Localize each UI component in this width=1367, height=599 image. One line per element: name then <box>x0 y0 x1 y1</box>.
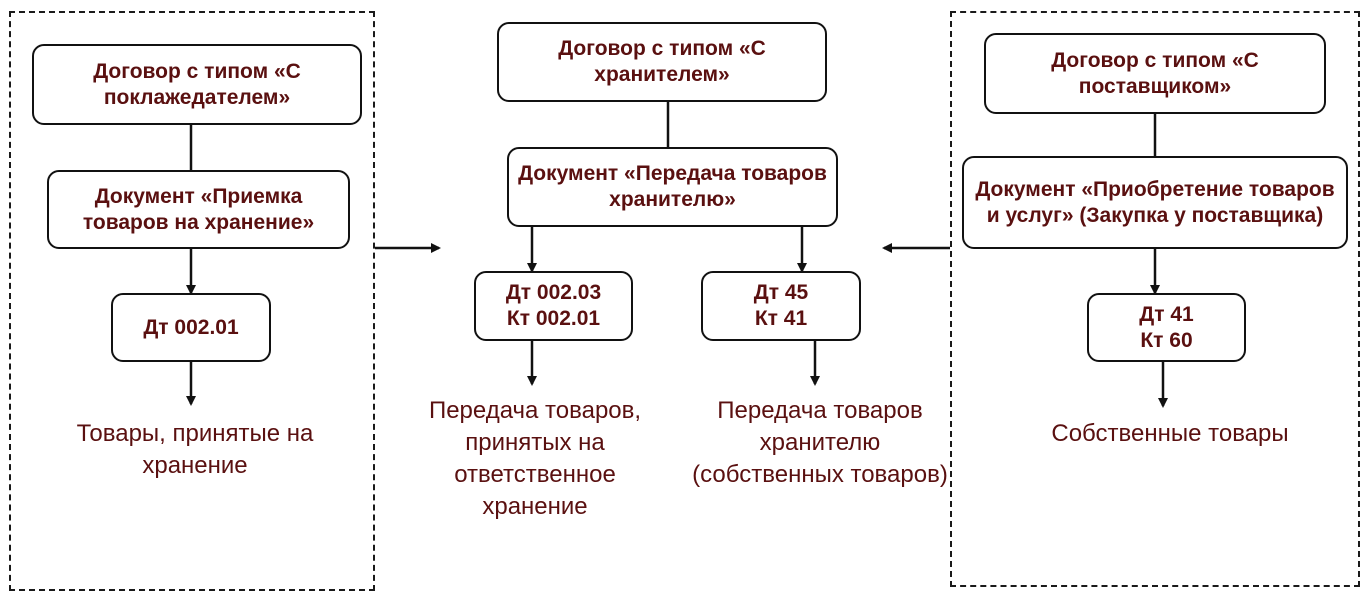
left-entry-box: Дт 002.01 <box>111 293 271 362</box>
center-result-a-text: Передача товаров, принятых на ответствен… <box>428 397 642 520</box>
center-document-box: Документ «Передача товаров хранителю» <box>507 147 838 227</box>
right-contract-label: Договор с типом «С поставщиком» <box>1051 48 1259 98</box>
center-entry-b-box: Дт 45 Кт 41 <box>701 271 861 341</box>
right-result-text: Собственные товары <box>1051 420 1289 447</box>
right-contract-box: Договор с типом «С поставщиком» <box>984 33 1326 114</box>
left-result-label: Товары, принятые на хранение <box>45 418 345 482</box>
center-result-b-label: Передача товаров хранителю (собственных … <box>690 395 950 491</box>
center-entry-b-label: Дт 45 Кт 41 <box>753 281 809 330</box>
left-contract-box: Договор с типом «С поклажедателем» <box>32 44 362 125</box>
center-contract-box: Договор с типом «С хранителем» <box>497 22 827 102</box>
left-group-frame <box>9 11 375 591</box>
center-entry-a-label: Дт 002.03 Кт 002.01 <box>505 281 602 330</box>
center-document-label: Документ «Передача товаров хранителю» <box>518 162 827 211</box>
left-entry-label: Дт 002.01 <box>143 315 239 339</box>
right-result-label: Собственные товары <box>1020 418 1320 450</box>
right-entry-box: Дт 41 Кт 60 <box>1087 293 1246 362</box>
left-document-label: Документ «Приемка товаров на хранение» <box>82 184 315 234</box>
right-document-box: Документ «Приобретение товаров и услуг» … <box>962 156 1348 249</box>
right-group-frame <box>950 11 1360 587</box>
center-contract-label: Договор с типом «С хранителем» <box>558 37 766 86</box>
right-document-label: Документ «Приобретение товаров и услуг» … <box>975 177 1335 227</box>
center-result-b-text: Передача товаров хранителю (собственных … <box>692 397 948 488</box>
center-entry-a-box: Дт 002.03 Кт 002.01 <box>474 271 633 341</box>
right-entry-label: Дт 41 Кт 60 <box>1139 302 1194 352</box>
center-result-a-label: Передача товаров, принятых на ответствен… <box>405 395 665 523</box>
left-contract-label: Договор с типом «С поклажедателем» <box>93 59 301 109</box>
left-document-box: Документ «Приемка товаров на хранение» <box>47 170 350 249</box>
left-result-text: Товары, принятые на хранение <box>76 420 314 479</box>
